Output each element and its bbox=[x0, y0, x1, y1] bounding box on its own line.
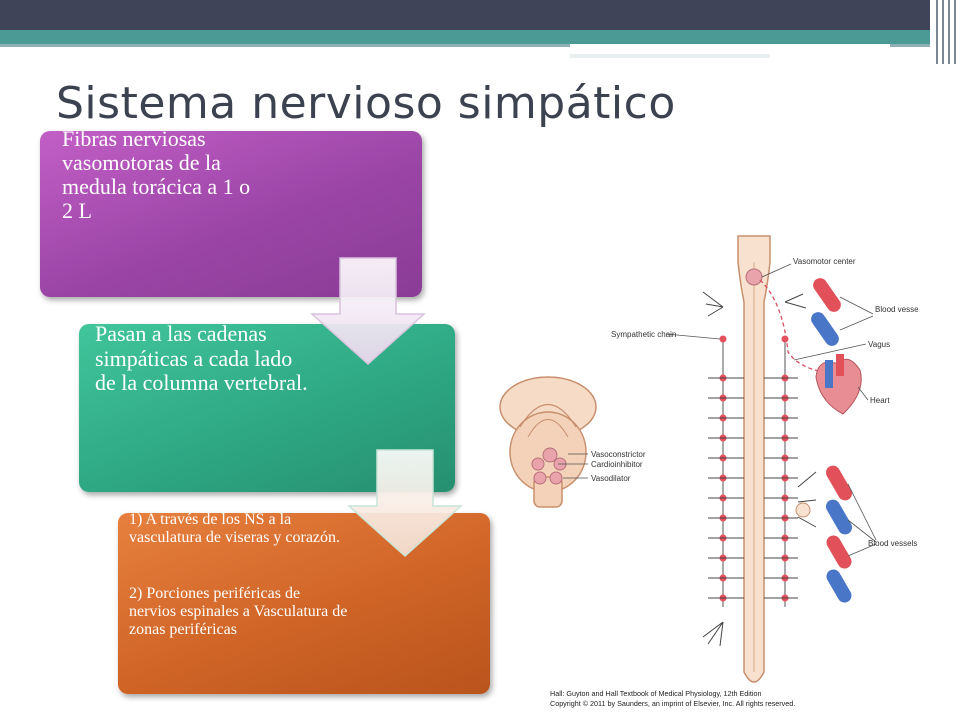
process-step-2-text: Pasan a las cadenas simpáticas a cada la… bbox=[95, 324, 308, 395]
label-sympathetic-chain: Sympathetic chain bbox=[611, 330, 676, 339]
label-vagus: Vagus bbox=[868, 340, 890, 349]
header-bar bbox=[0, 0, 960, 30]
header-band bbox=[0, 30, 960, 44]
down-arrow-2 bbox=[347, 449, 463, 558]
header-line bbox=[0, 44, 960, 47]
process-step-3-text-2: 2) Porciones periféricas de nervios espi… bbox=[129, 585, 348, 638]
spinal-nerves bbox=[702, 291, 817, 647]
blood-vessels-top-illustration bbox=[811, 278, 841, 346]
figure-credit-line-1: Hall: Guyton and Hall Textbook of Medica… bbox=[550, 689, 761, 698]
vagus-nerve bbox=[759, 279, 824, 373]
header-corner-ornament bbox=[930, 0, 960, 64]
label-vasomotor-center: Vasomotor center bbox=[793, 257, 856, 266]
label-heart: Heart bbox=[870, 396, 890, 405]
process-step-2: Pasan a las cadenas simpáticas a cada la… bbox=[79, 324, 455, 492]
figure-credit-line-2: Copyright © 2011 by Saunders, an imprint… bbox=[550, 699, 795, 708]
blood-vessels-bottom-illustration bbox=[826, 465, 852, 603]
label-vasodilator: Vasodilator bbox=[591, 474, 631, 483]
sympathetic-nervous-system-figure: Vasoconstrictor Cardioinhibitor Vasodila… bbox=[499, 235, 918, 708]
process-step-3-text-1: 1) A través de los NS a la vasculatura d… bbox=[129, 513, 341, 546]
down-arrow-1 bbox=[310, 257, 426, 366]
process-step-3: 1) A través de los NS a la vasculatura d… bbox=[118, 513, 490, 694]
slide-title: Sistema nervioso simpático bbox=[56, 78, 676, 129]
heart-illustration bbox=[815, 354, 862, 415]
header-accent-bar-thin bbox=[570, 54, 770, 58]
brainstem-illustration bbox=[499, 376, 597, 508]
label-blood-vessels-bottom: Blood vessels bbox=[868, 539, 917, 548]
label-leader-lines bbox=[665, 263, 877, 557]
label-blood-vessels-top-text: Blood vessels bbox=[875, 305, 918, 314]
label-cardioinhibitor: Cardioinhibitor bbox=[591, 460, 643, 469]
spinal-cord bbox=[737, 235, 771, 683]
header-accent-bar bbox=[570, 44, 890, 50]
process-step-1-text: Fibras nerviosas vasomotoras de la medul… bbox=[62, 131, 251, 223]
label-vasoconstrictor: Vasoconstrictor bbox=[591, 450, 646, 459]
label-blood-vessels-top: Blood vessels bbox=[875, 305, 918, 314]
prevertebral-ganglion bbox=[795, 502, 811, 518]
